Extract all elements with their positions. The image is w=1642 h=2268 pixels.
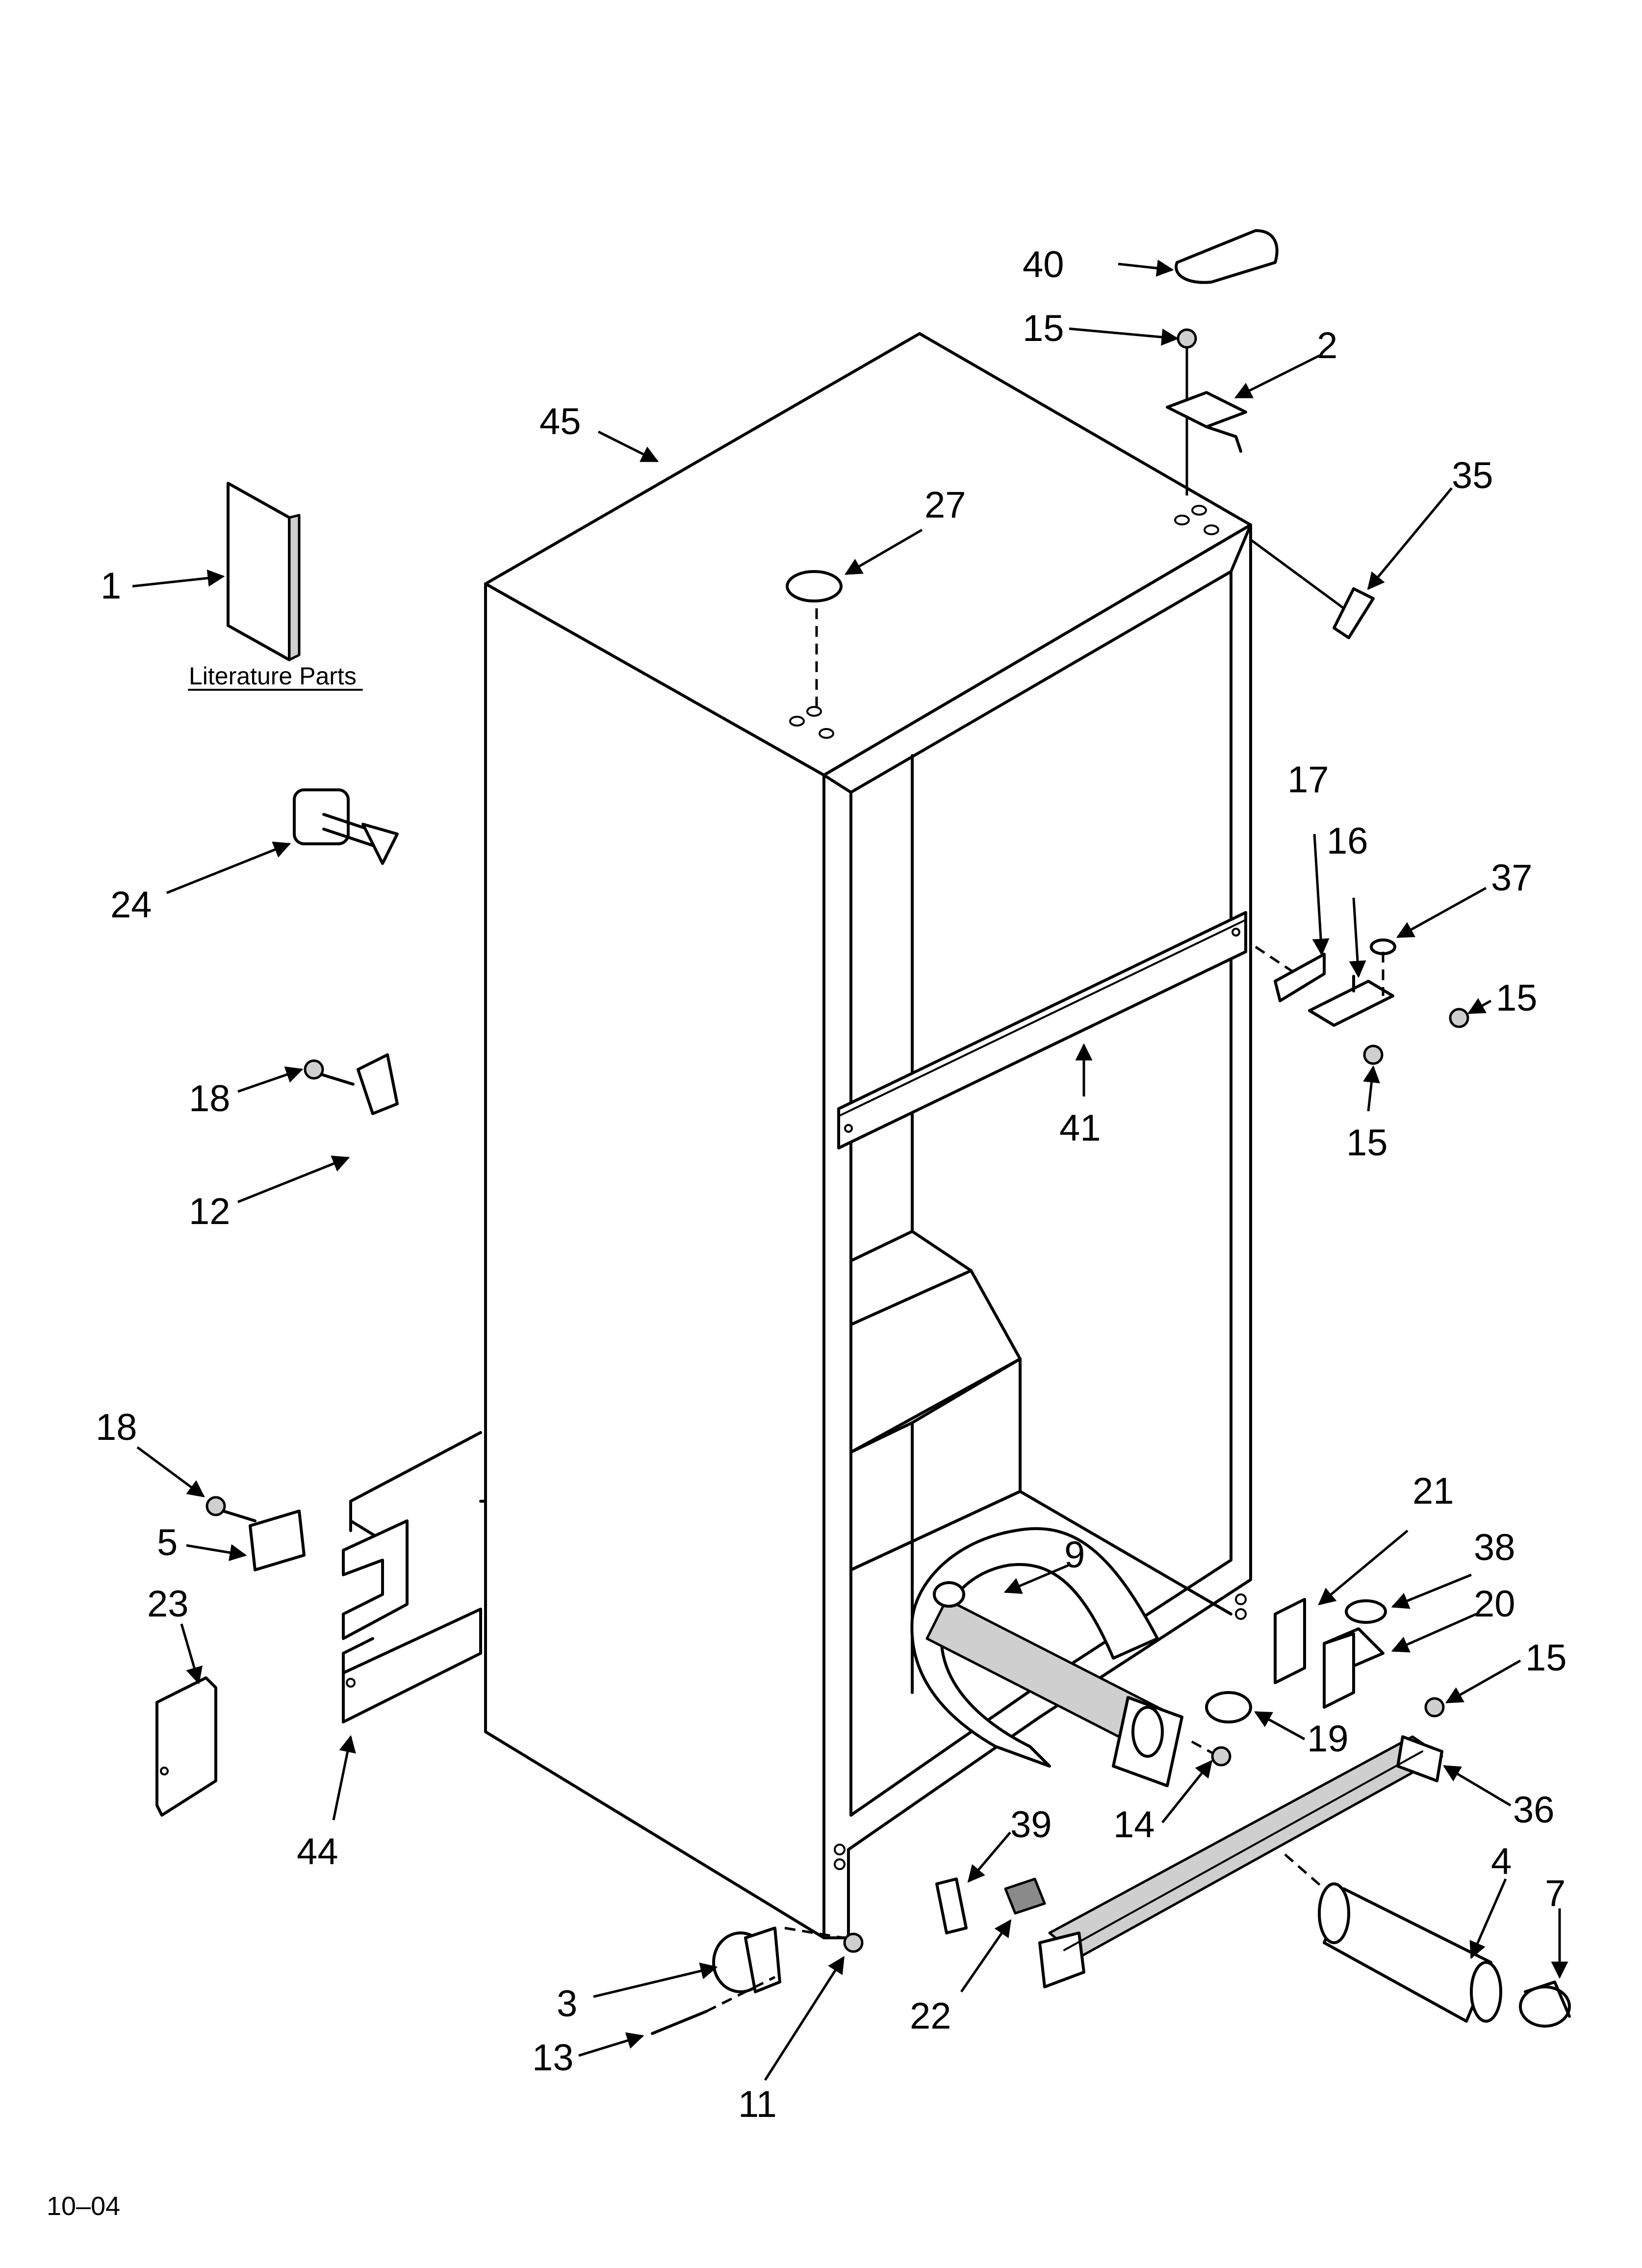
callout-36: 36 [1513, 1789, 1555, 1831]
bottom-hinge-screw [1424, 1697, 1445, 1718]
top-hinge-screw [1177, 328, 1197, 495]
leveling-leg [293, 788, 399, 865]
callout-23: 23 [147, 1583, 189, 1625]
callout-35: 35 [1452, 455, 1493, 496]
callout-19: 19 [1307, 1718, 1349, 1760]
filter-housing [925, 1581, 1183, 1787]
side-cover [155, 1676, 217, 1817]
callout-18: 18 [96, 1407, 137, 1448]
top-hinge [1166, 391, 1247, 453]
filter-base [1038, 1735, 1443, 1988]
hinge-bushing [1345, 1599, 1387, 1624]
top-hinge-cover [1175, 229, 1279, 284]
callout-4: 4 [1491, 1841, 1512, 1882]
water-tube [910, 1527, 1159, 1768]
filter-cap [1519, 1981, 1571, 2028]
hinge-pin-cover [1333, 587, 1375, 639]
roller-mount-screw [784, 1927, 864, 1953]
callout-44: 44 [297, 1831, 338, 1873]
callout-3: 3 [557, 1983, 577, 2025]
center-hinge-shim [1274, 953, 1326, 1002]
roller-bracket [357, 1053, 399, 1115]
callout-20: 20 [1474, 1583, 1515, 1625]
callout-12: 12 [189, 1191, 231, 1232]
callout-38: 38 [1474, 1527, 1515, 1568]
callout-37: 37 [1491, 857, 1533, 899]
center-hinge-screws [1255, 945, 1469, 1065]
callout-labels: 40 15 2 45 35 27 1 24 17 16 37 15 15 41 … [47, 244, 1567, 2221]
callout-45: 45 [539, 401, 581, 443]
callout-40: 40 [1023, 244, 1064, 286]
callout-15: 15 [1525, 1637, 1567, 1679]
callout-14: 14 [1113, 1804, 1155, 1846]
clamp-screw [205, 1496, 257, 1522]
clamp [249, 1510, 306, 1571]
tube-clamp [1205, 1691, 1252, 1723]
callout-5: 5 [157, 1522, 178, 1564]
divider-rail [837, 911, 1247, 1149]
filter-clip [1004, 1877, 1046, 1915]
callout-41: 41 [1059, 1107, 1101, 1149]
callout-15: 15 [1346, 1122, 1388, 1164]
callout-7: 7 [1545, 1873, 1565, 1914]
revision-code: 10–04 [47, 2191, 120, 2221]
hinge-washer [1370, 938, 1396, 996]
callout-9: 9 [1064, 1534, 1085, 1576]
roller-screw [304, 1059, 355, 1086]
bottom-hinge-shim [1274, 1598, 1306, 1684]
callout-16: 16 [1327, 820, 1368, 862]
callout-22: 22 [910, 1995, 951, 2037]
callout-18: 18 [189, 1078, 231, 1120]
callout-15: 15 [1023, 308, 1064, 349]
leader-lines [132, 260, 1568, 2081]
front-roller [712, 1927, 781, 1993]
callout-2: 2 [1317, 325, 1337, 366]
callout-11: 11 [738, 2084, 777, 2125]
literature-parts [227, 482, 301, 661]
bottom-hinge [1323, 1627, 1385, 1709]
callout-21: 21 [1412, 1470, 1454, 1512]
rear-bracket [342, 1431, 482, 1723]
filter-screw [1191, 1740, 1232, 1767]
center-hinge [1308, 975, 1394, 1027]
tube-clip [935, 1877, 968, 1934]
callout-15: 15 [1496, 977, 1538, 1019]
callout-13: 13 [532, 2037, 574, 2079]
cabinet-assembly [479, 332, 1252, 1939]
callout-27: 27 [924, 484, 966, 526]
cabinet-plug [786, 570, 843, 706]
literature-parts-label: Literature Parts [189, 662, 357, 690]
roller-pin [651, 1976, 776, 2035]
water-filter-cartridge [1284, 1853, 1502, 2023]
callout-24: 24 [110, 884, 152, 926]
callout-39: 39 [1010, 1804, 1052, 1846]
callout-17: 17 [1287, 759, 1329, 801]
callout-1: 1 [101, 565, 121, 607]
